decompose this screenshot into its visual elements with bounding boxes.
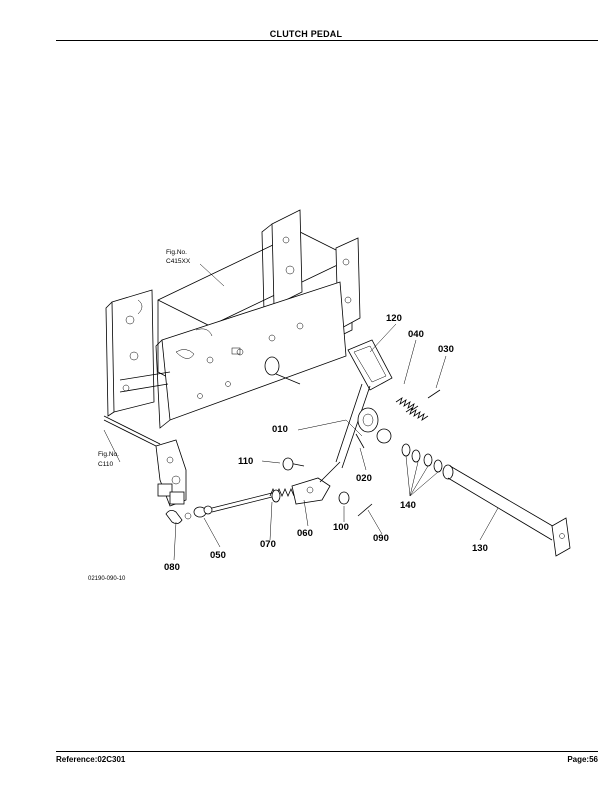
callout-070: 070 xyxy=(260,539,276,550)
header-rule xyxy=(56,40,598,41)
pedal-arm xyxy=(297,339,393,483)
drawing-code: 02190-090-10 xyxy=(88,576,126,582)
callout-040: 040 xyxy=(408,329,424,340)
callout-110: 110 xyxy=(238,456,253,467)
callout-090: 090 xyxy=(373,533,389,544)
return-springs xyxy=(395,389,441,421)
callout-010: 010 xyxy=(272,424,288,435)
fig-ref-upper-line2: C415XX xyxy=(166,258,191,265)
page-number: Page:56 xyxy=(567,755,598,764)
callout-030: 030 xyxy=(438,344,454,355)
fig-ref-lower-line2: C110 xyxy=(98,461,113,468)
fig-ref-upper-line1: Fig.No. xyxy=(166,249,187,256)
leader-lines xyxy=(103,263,499,561)
clutch-rod xyxy=(193,477,373,518)
left-linkage-bracket xyxy=(103,415,192,524)
reference-label: Reference:02C301 xyxy=(56,755,126,764)
callout-080: 080 xyxy=(164,562,180,573)
page-title: CLUTCH PEDAL xyxy=(269,29,343,39)
chassis-frame xyxy=(105,209,361,429)
callout-020: 020 xyxy=(356,473,372,484)
fig-ref-lower-line1: Fig.No. xyxy=(98,451,119,458)
bolt xyxy=(282,457,305,471)
callout-130: 130 xyxy=(472,543,488,554)
footer-rule xyxy=(56,751,598,752)
washers xyxy=(401,443,443,473)
callout-100: 100 xyxy=(333,522,349,533)
callout-140: 140 xyxy=(400,500,416,511)
callout-060: 060 xyxy=(297,528,313,539)
callout-050: 050 xyxy=(210,550,226,561)
callout-120: 120 xyxy=(386,313,402,324)
pedal-shaft xyxy=(442,464,571,557)
